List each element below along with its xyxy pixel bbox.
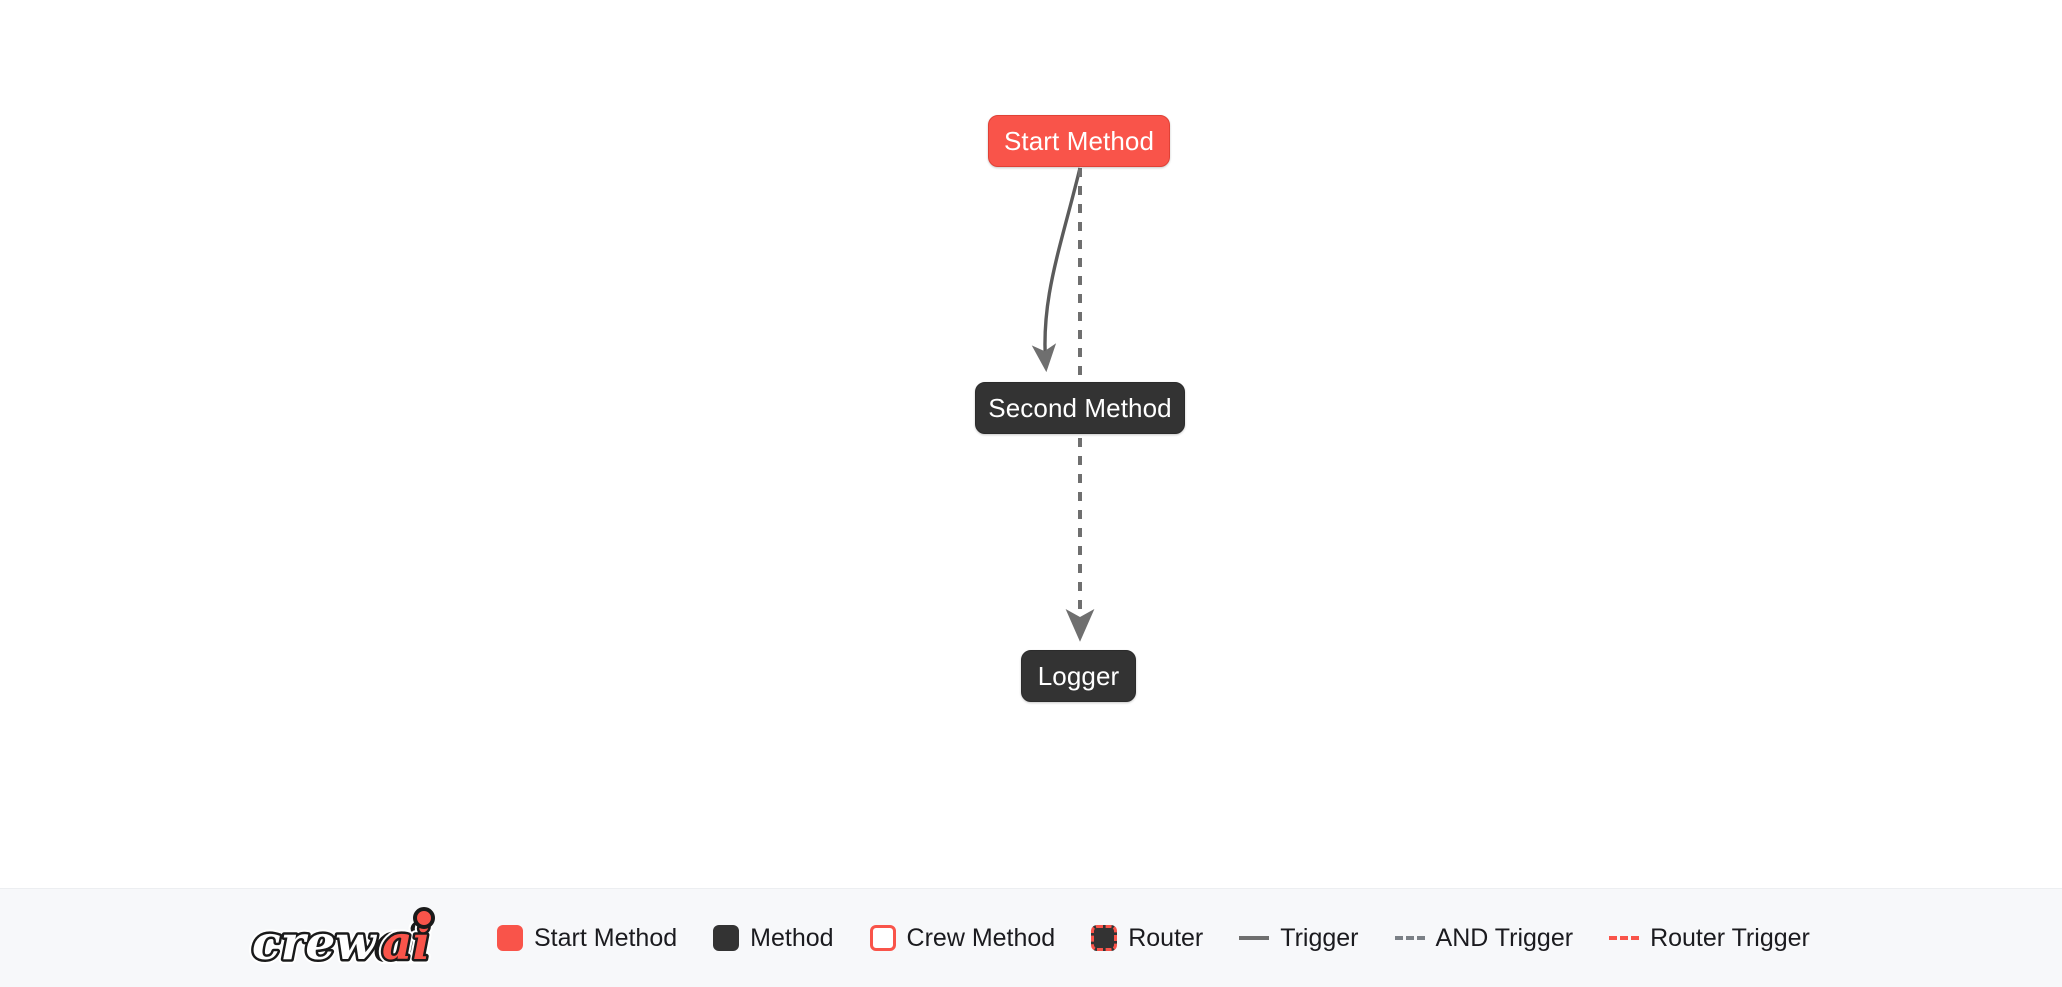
node-label: Logger (1037, 661, 1120, 691)
legend-label: Router Trigger (1650, 923, 1810, 952)
trigger-line-icon (1239, 936, 1270, 940)
router-trigger-line-icon (1609, 936, 1640, 940)
legend-items: Start Method Method Crew Method Router T… (497, 925, 1810, 951)
method-swatch-icon (713, 925, 740, 951)
legend-label: Method (750, 923, 834, 952)
crewai-logo: crewai crewai crew crewai ai ai ai (248, 907, 435, 975)
node-label: Start Method (1003, 126, 1155, 156)
node-logger[interactable]: Logger (1021, 650, 1136, 702)
flow-canvas[interactable]: Start Method Second Method Logger (0, 0, 2062, 888)
legend-label: Start Method (534, 923, 678, 952)
legend-crew-method: Crew Method (869, 923, 1056, 952)
legend-router-trigger: Router Trigger (1609, 923, 1810, 952)
legend-label: Trigger (1280, 923, 1359, 952)
edge-start-to-second (1031, 167, 1082, 373)
legend-trigger: Trigger (1239, 923, 1359, 952)
svg-text:crew: crew (252, 916, 377, 971)
legend-label: AND Trigger (1435, 923, 1574, 952)
start-method-swatch-icon (497, 925, 523, 951)
legend-router: Router (1091, 925, 1203, 951)
legend-and-trigger: AND Trigger (1394, 923, 1574, 952)
crew-method-swatch-icon (869, 925, 896, 951)
node-label: Second Method (988, 393, 1172, 423)
legend-bar: crewai crewai crew crewai ai ai ai Start… (0, 888, 2062, 987)
and-trigger-line-icon (1394, 936, 1425, 940)
node-second-method[interactable]: Second Method (975, 382, 1185, 434)
node-start-method[interactable]: Start Method (988, 115, 1170, 167)
svg-text:crewai: crewai (252, 916, 424, 971)
legend-method: Method (713, 923, 834, 952)
legend-start-method: Start Method (497, 925, 677, 951)
legend-label: Crew Method (906, 923, 1056, 952)
router-swatch-icon (1091, 925, 1118, 951)
svg-text:crewai: crewai (252, 916, 424, 971)
legend-label: Router (1128, 923, 1204, 952)
